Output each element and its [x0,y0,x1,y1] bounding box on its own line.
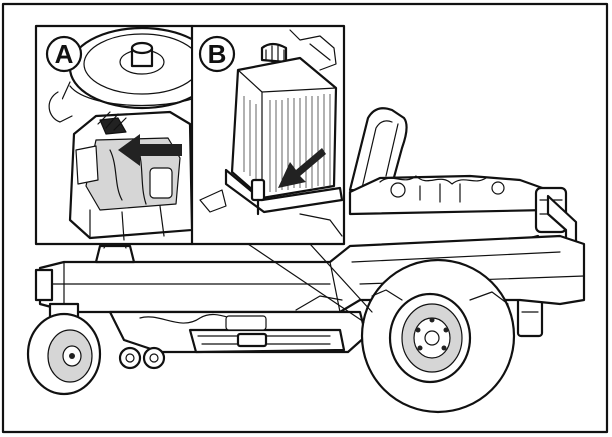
callout-label-a: A [55,39,74,69]
cutting-deck [108,295,368,354]
callout-badge-b: B [198,35,236,73]
foot-rest [94,244,136,264]
leader-line-a [309,243,373,313]
deck-rollers [118,346,166,370]
rear-drive-wheel [360,258,516,414]
front-caster-wheel [26,312,102,396]
engine-deck-top [348,174,550,216]
inset-panel-a: A [45,27,191,241]
detail-inset: A [34,24,346,246]
callout-badge-a: A [45,35,83,73]
seat [348,107,408,194]
callout-label-b: B [208,39,227,69]
leader-line-b [247,243,365,323]
arrow-b-icon [278,148,326,188]
arrow-a-icon [118,134,182,166]
zero-turn-mower [26,107,586,414]
inset-panel-b: B [198,29,343,237]
